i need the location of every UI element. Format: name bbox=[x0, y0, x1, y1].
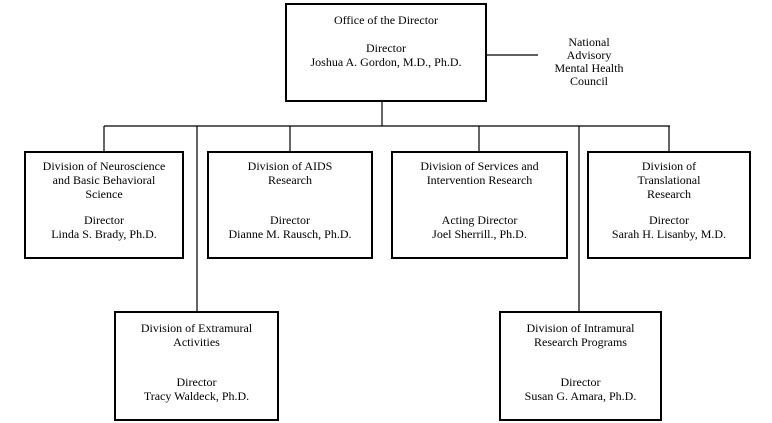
division-extramural-box: Division of Extramural Activities Direct… bbox=[114, 311, 279, 421]
office-name: Office of the Director bbox=[333, 13, 439, 27]
division-services-box: Division of Services and Intervention Re… bbox=[391, 151, 568, 259]
office-of-the-director-box: Office of the Director Director Joshua A… bbox=[285, 3, 487, 102]
division-role: Director bbox=[270, 213, 310, 227]
division-name: Division of Translational Research bbox=[637, 159, 701, 201]
division-person: Sarah H. Lisanby, M.D. bbox=[611, 227, 727, 241]
division-translational-box: Division of Translational Research Direc… bbox=[587, 151, 751, 259]
division-person: Susan G. Amara, Ph.D. bbox=[524, 389, 637, 403]
division-neuroscience-box: Division of Neuroscience and Basic Behav… bbox=[24, 151, 184, 259]
division-intramural-box: Division of Intramural Research Programs… bbox=[499, 311, 662, 421]
division-name: Division of AIDS Research bbox=[247, 159, 333, 187]
division-person: Joel Sherrill., Ph.D. bbox=[432, 227, 527, 241]
division-role: Director bbox=[649, 213, 689, 227]
division-person: Tracy Waldeck, Ph.D. bbox=[143, 389, 250, 403]
division-role: Director bbox=[84, 213, 124, 227]
division-name: Division of Intramural Research Programs bbox=[526, 321, 635, 349]
division-role: Acting Director bbox=[441, 213, 518, 227]
division-name: Division of Services and Intervention Re… bbox=[420, 159, 539, 187]
division-role: Director bbox=[176, 375, 217, 389]
division-role: Director bbox=[560, 375, 601, 389]
division-person: Dianne M. Rausch, Ph.D. bbox=[228, 227, 352, 241]
division-name: Division of Extramural Activities bbox=[140, 321, 253, 349]
advisory-council-label: National Advisory Mental Health Council bbox=[554, 35, 624, 88]
office-person: Joshua A. Gordon, M.D., Ph.D. bbox=[310, 55, 462, 69]
division-name: Division of Neuroscience and Basic Behav… bbox=[42, 159, 166, 201]
division-aids-box: Division of AIDS Research Director Diann… bbox=[207, 151, 373, 259]
division-person: Linda S. Brady, Ph.D. bbox=[51, 227, 157, 241]
office-role: Director bbox=[366, 41, 406, 55]
